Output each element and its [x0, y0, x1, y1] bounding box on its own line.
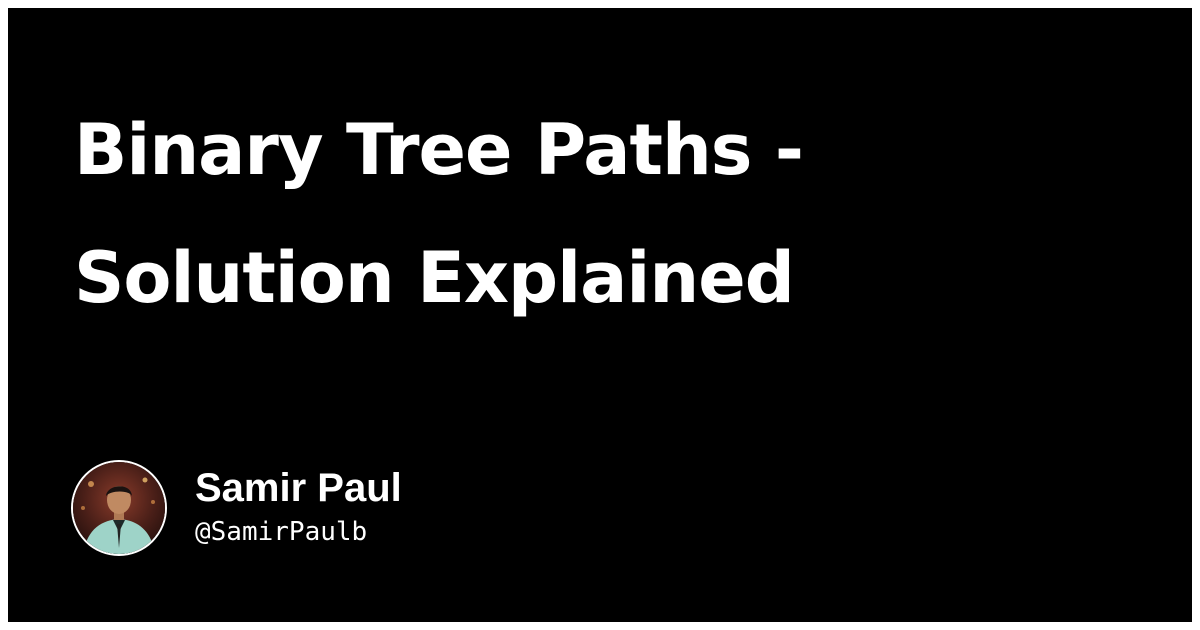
person-avatar-icon [73, 462, 165, 554]
page-title: Binary Tree Paths - Solution Explained [74, 86, 974, 342]
avatar [71, 460, 167, 556]
title-line-1: Binary Tree Paths - [74, 109, 804, 191]
og-card: Binary Tree Paths - Solution Explained [8, 8, 1192, 622]
title-line-2: Solution Explained [74, 237, 795, 319]
author-name: Samir Paul [195, 466, 402, 510]
author-handle: @SamirPaulb [195, 517, 368, 547]
author-info: Samir Paul @SamirPaulb [195, 466, 402, 550]
author-block: Samir Paul @SamirPaulb [71, 458, 402, 558]
